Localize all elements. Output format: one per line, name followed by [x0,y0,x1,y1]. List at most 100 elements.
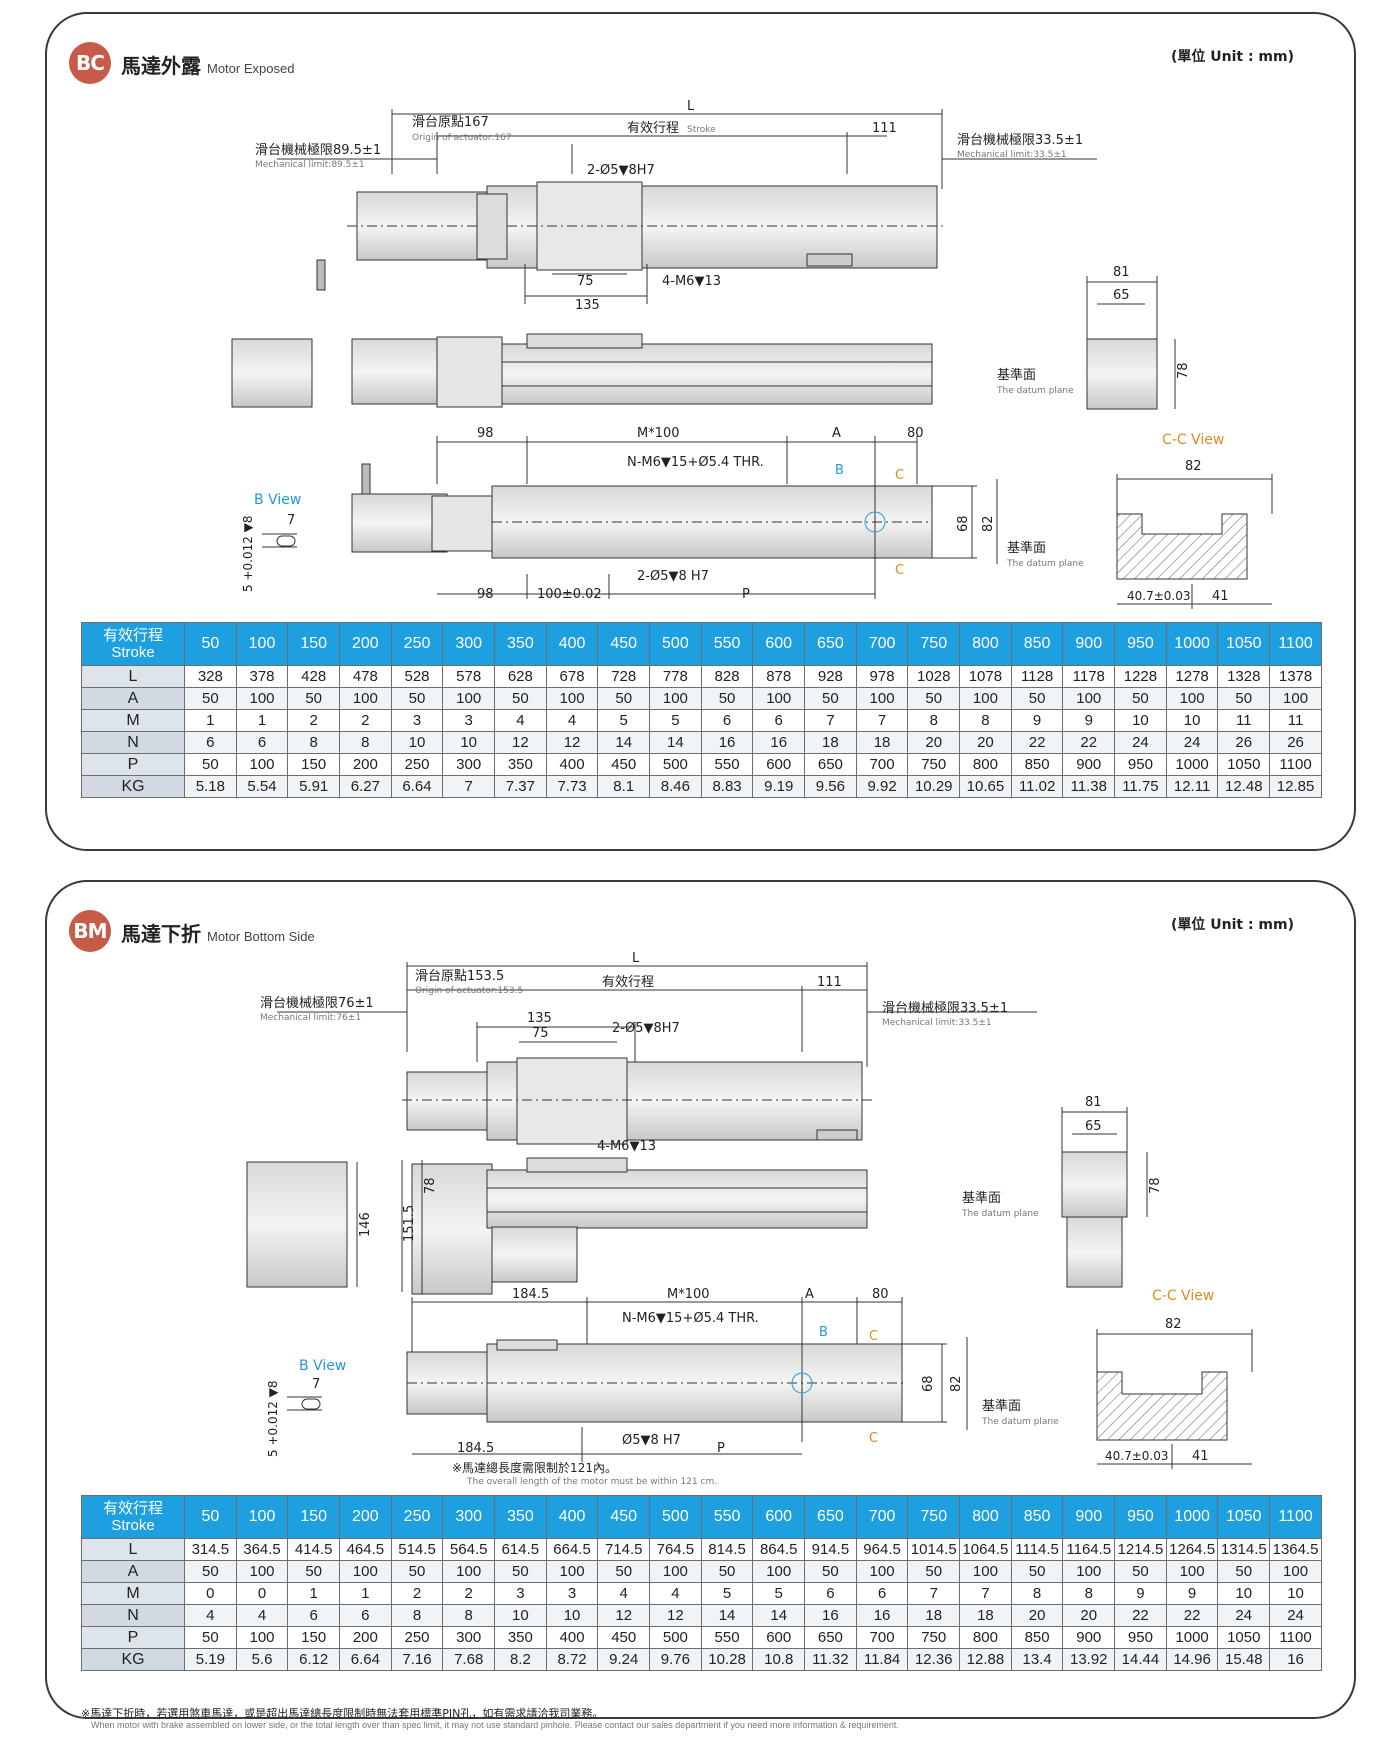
row-label: A [81,687,185,710]
table-cell: 464.5 [339,1538,392,1561]
datum-label-en: The datum plane [961,1209,1039,1219]
table-cell: 1 [339,1582,392,1605]
tapped-holes-callout: N-M6▼15+Ø5.4 THR. [622,1311,759,1326]
table-cell: 100 [752,687,806,710]
table-cell: 50 [390,687,444,710]
table-cell: 50 [494,687,547,710]
table-cell: 100 [235,1560,289,1583]
table-cell: 1000 [1165,1626,1219,1649]
table-cell: 8 [907,709,961,732]
mech-limit-right: 滑台機械極限33.5±1 [882,1000,1008,1016]
stroke-col-header: 50 [184,1495,237,1539]
table-cell: 1064.5 [959,1538,1012,1561]
dim-68: 68 [956,515,971,532]
table-cell: 100 [752,1560,806,1583]
table-cell: 1100 [1269,753,1322,776]
table-cell: 100 [1165,687,1219,710]
table-cell: 200 [339,1626,392,1649]
table-cell: 8.83 [700,775,754,798]
table-cell: 100 [339,687,392,710]
table-cell: 24 [1269,1604,1322,1627]
table-cell: 7.16 [390,1648,444,1671]
table-cell: 10 [1114,709,1167,732]
table-cell: 778 [649,665,702,688]
table-cell: 16 [855,1604,909,1627]
table-cell: 978 [855,665,909,688]
table-cell: 7 [959,1582,1012,1605]
stroke-col-header: 950 [1114,622,1167,666]
table-cell: 8 [339,731,392,754]
table-cell: 9.92 [855,775,909,798]
row-label: M [81,1582,185,1605]
dim-82-cc: 82 [1185,459,1202,474]
table-cell: 10 [442,731,496,754]
table-cell: 7.37 [494,775,547,798]
pin-callout: 2-Ø5▼8H7 [587,163,655,178]
table-cell: 50 [804,1560,857,1583]
stroke-col-header: 500 [649,1495,702,1539]
row-label: N [81,731,185,754]
table-cell: 950 [1114,1626,1167,1649]
table-cell: 600 [752,1626,806,1649]
table-cell: 100 [235,753,289,776]
stroke-col-header: 450 [597,1495,651,1539]
table-cell: 850 [1010,1626,1064,1649]
table-cell: 50 [1010,687,1064,710]
stroke-col-header: 50 [184,622,237,666]
dim-P: P [717,1441,725,1456]
table-cell: 3 [545,1582,599,1605]
table-cell: 14 [700,1604,754,1627]
table-cell: 50 [1010,1560,1064,1583]
table-cell: 6 [700,709,754,732]
row-label: KG [81,775,185,798]
table-cell: 8 [1062,1582,1116,1605]
section-B: B [819,1325,828,1340]
table-cell: 12 [649,1604,702,1627]
table-cell: 9.76 [649,1648,702,1671]
table-cell: 16 [700,731,754,754]
table-cell: 24 [1217,1604,1271,1627]
row-label: L [81,665,185,688]
table-cell: 11 [1217,709,1271,732]
stroke-header-en: Stroke [111,1517,155,1534]
table-cell: 9 [1010,709,1064,732]
dim-151-5: 151.5 [402,1205,417,1242]
stroke-col-header: 600 [752,622,806,666]
dim-81: 81 [1113,265,1130,280]
table-cell: 8.72 [545,1648,599,1671]
table-cell: 964.5 [855,1538,909,1561]
table-cell: 528 [390,665,444,688]
table-cell: 900 [1062,1626,1116,1649]
table-cell: 1328 [1217,665,1271,688]
unit-label: (單位 Unit : mm) [1170,49,1294,65]
table-cell: 9 [1062,709,1116,732]
dim-82: 82 [981,515,996,532]
table-cell: 24 [1114,731,1167,754]
row-label: N [81,1604,185,1627]
table-cell: 750 [907,1626,961,1649]
table-cell: 878 [752,665,806,688]
table-cell: 10.65 [959,775,1012,798]
dim-98: 98 [477,426,494,441]
table-cell: 9.19 [752,775,806,798]
table-cell: 100 [959,1560,1012,1583]
dim-68: 68 [921,1375,936,1392]
table-cell: 250 [390,1626,444,1649]
origin-label: 滑台原點167 [412,115,489,130]
stroke-col-header: 150 [287,1495,341,1539]
table-cell: 728 [597,665,651,688]
unit-label: (單位 Unit : mm) [1170,917,1294,933]
model-badge: BM [69,910,111,952]
origin-label-en: Origin of actuator:167 [412,133,512,143]
stroke-col-header: 650 [804,1495,857,1539]
table-cell: 12.88 [959,1648,1012,1671]
table-cell: 450 [597,753,651,776]
table-cell: 1014.5 [907,1538,961,1561]
origin-label: 滑台原點153.5 [415,969,504,984]
table-cell: 50 [287,1560,341,1583]
table-cell: 22 [1114,1604,1167,1627]
